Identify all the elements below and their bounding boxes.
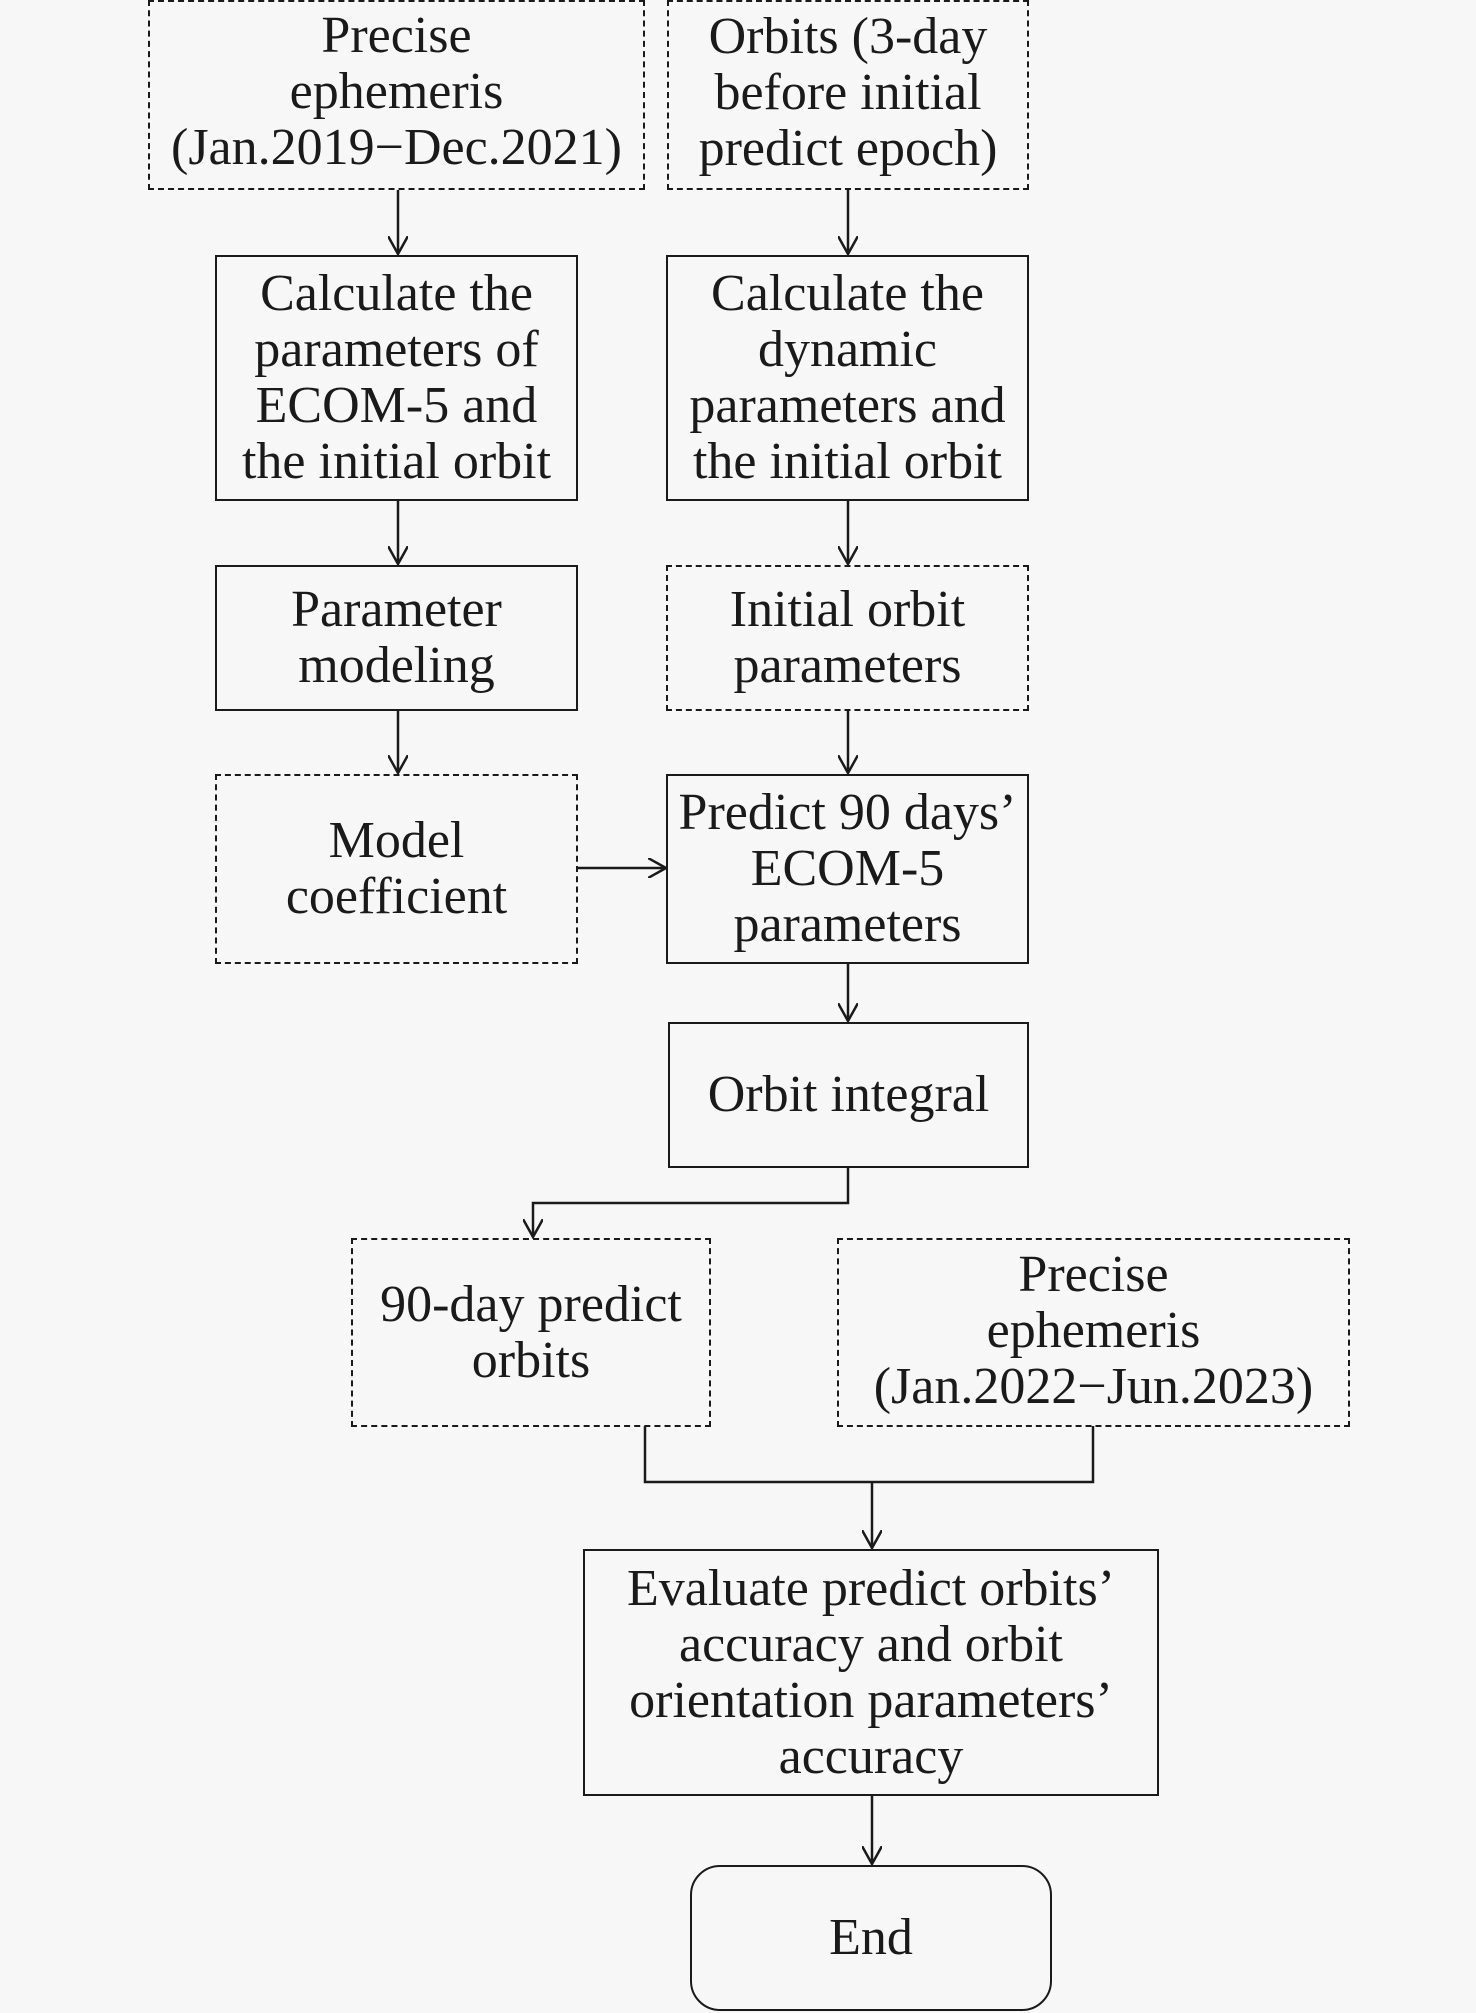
arrow-orbit-integral-to-predict-orbits [533,1167,850,1237]
label-90-day-predict-orbits: 90-day predict orbits [380,1275,682,1389]
label-model-coefficient: Model coefficient [285,812,508,925]
node-calc-dynamic: Calculate the dynamic parameters and the… [666,255,1029,501]
label-predict-90-days: Predict 90 days’ ECOM-5 parameters [678,784,1017,953]
label-orbit-integral: Orbit integral [707,1066,990,1123]
label-end: End [829,1909,913,1966]
label-calc-ecom5: Calculate the parameters of ECOM-5 and t… [241,265,552,490]
connector-predict-orbits-merge [643,1426,872,1484]
node-precise-ephemeris-2019: Precise ephemeris (Jan.2019−Dec.2021) [148,0,645,190]
label-evaluate: Evaluate predict orbits’ accuracy and or… [626,1559,1116,1785]
node-90-day-predict-orbits: 90-day predict orbits [351,1238,711,1427]
label-parameter-modeling: Parameter modeling [291,581,502,694]
label-orbits-3day: Orbits (3-day before initial predict epo… [698,8,998,177]
node-parameter-modeling: Parameter modeling [215,565,578,711]
label-precise-ephemeris-2022: Precise ephemeris (Jan.2022−Jun.2023) [873,1245,1314,1415]
label-initial-orbit-parameters: Initial orbit parameters [729,581,966,694]
node-predict-90-days: Predict 90 days’ ECOM-5 parameters [666,774,1029,964]
node-precise-ephemeris-2022: Precise ephemeris (Jan.2022−Jun.2023) [837,1238,1350,1427]
node-calc-ecom5: Calculate the parameters of ECOM-5 and t… [215,255,578,501]
label-calc-dynamic: Calculate the dynamic parameters and the… [689,265,1006,490]
label-precise-ephemeris-2019: Precise ephemeris (Jan.2019−Dec.2021) [171,7,622,176]
node-model-coefficient: Model coefficient [215,774,578,964]
node-orbits-3day: Orbits (3-day before initial predict epo… [667,0,1029,190]
node-orbit-integral: Orbit integral [668,1022,1029,1168]
node-initial-orbit-parameters: Initial orbit parameters [666,565,1029,711]
node-evaluate: Evaluate predict orbits’ accuracy and or… [583,1549,1159,1796]
node-end: End [690,1865,1052,2011]
connector-ephemeris-2022-merge [872,1426,1095,1484]
